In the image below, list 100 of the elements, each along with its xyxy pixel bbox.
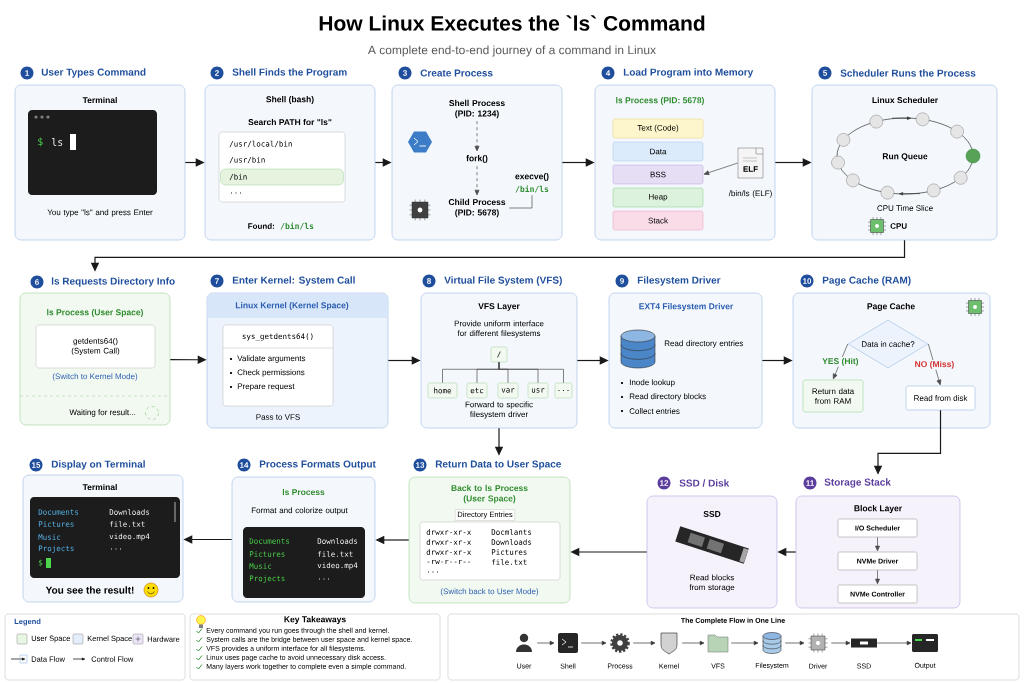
- path-list: [218, 131, 346, 203]
- memory-segment: Heap: [612, 187, 704, 208]
- function-box: getdents64() (System Call): [35, 324, 156, 369]
- arrow: [474, 120, 480, 152]
- edge-label: NO (Miss): [913, 359, 956, 370]
- step-number: 11: [803, 476, 817, 490]
- connector-line: [508, 194, 533, 209]
- panel-title: VFS Layer: [478, 303, 520, 311]
- description-text: Format and colorize output: [251, 507, 348, 515]
- flow-panel: [447, 613, 1020, 681]
- arrow: [580, 640, 607, 646]
- arrow: [876, 640, 912, 646]
- step-number: 7: [210, 274, 224, 288]
- bullet-item: Prepare request: [237, 383, 295, 391]
- panel-title: Linux Scheduler: [872, 96, 938, 104]
- panel-title: Key Takeaways: [284, 616, 346, 624]
- file-caption: /bin/ls (ELF): [728, 190, 772, 198]
- process-label: ls Process (User Space): [47, 309, 143, 317]
- panel-title: Page Cache: [867, 303, 915, 311]
- memory-segment: Stack: [612, 210, 704, 231]
- step-panel: [608, 274, 763, 429]
- terminal-window: [243, 527, 365, 598]
- panel-title: Linux Kernel (Kernel Space): [235, 302, 349, 310]
- process-label: Shell Process (PID: 1234): [449, 99, 505, 119]
- step-panel: [646, 476, 778, 609]
- step-number: 12: [657, 476, 671, 490]
- step-heading: Enter Kernel: System Call: [232, 276, 355, 286]
- step-number: 8: [422, 274, 436, 288]
- function-label: execve(): [515, 173, 549, 181]
- result-text: You see the result!: [45, 586, 134, 594]
- step-heading: Return Data to User Space: [435, 460, 561, 470]
- step-number: 1: [20, 66, 34, 80]
- step-heading: Create Process: [420, 69, 493, 77]
- result-box: Return data from RAM: [802, 379, 864, 413]
- step-heading: SSD / Disk: [679, 479, 730, 487]
- terminal-window: [28, 110, 157, 195]
- bullet-item: Read directory blocks: [629, 393, 706, 401]
- arrow: [875, 536, 880, 552]
- arrow: [830, 640, 851, 646]
- mode-note: (Switch back to User Mode): [440, 588, 539, 596]
- bullet-item: Collect entries: [629, 408, 680, 414]
- step-heading: Page Cache (RAM): [822, 276, 911, 286]
- memory-segment: Text (Code): [612, 118, 704, 139]
- arrow: [927, 343, 942, 386]
- step-heading: ls Requests Directory Info: [51, 277, 175, 287]
- arrow: [730, 640, 759, 646]
- terminal-text: ls: [52, 138, 63, 146]
- step-heading: Virtual File System (VFS): [444, 276, 562, 286]
- panel-title: SSD: [703, 511, 721, 517]
- takeaways-panel: [189, 613, 441, 681]
- memory-segment: Data: [612, 141, 704, 162]
- description-text: Provide uniform interface for different filesystems: [454, 320, 544, 338]
- step-heading: Shell Finds the Program: [232, 68, 347, 78]
- step-number: 2: [210, 66, 224, 80]
- step-number: 4: [601, 66, 615, 80]
- step-heading: Scheduler Runs the Process: [840, 69, 976, 77]
- step-number: 10: [800, 274, 814, 288]
- arrow: [681, 640, 705, 646]
- step-number: 3: [398, 66, 412, 80]
- step-heading: User Types Command: [41, 68, 146, 78]
- step-panel: [811, 66, 998, 241]
- function-label: fork(): [466, 155, 488, 163]
- memory-segment: BSS: [612, 164, 704, 185]
- description-text: Read blocks from storage: [689, 574, 735, 592]
- step-heading: Filesystem Driver: [637, 276, 721, 286]
- panel-title: Search PATH for "ls": [248, 118, 332, 126]
- code-text: /bin/ls: [280, 222, 314, 230]
- description-text: Waiting for result...: [69, 409, 136, 417]
- step-heading: Display on Terminal: [51, 460, 145, 470]
- subtitle: A complete end-to-end journey of a command in Linux: [367, 45, 656, 57]
- step-number: 13: [413, 458, 427, 472]
- title: How Linux Executes the `ls` Command: [319, 15, 705, 31]
- panel-title: Terminal: [82, 96, 117, 104]
- arrow: [474, 165, 480, 196]
- action-box: Read from disk: [905, 385, 976, 411]
- step-number: 15: [29, 458, 43, 472]
- panel-title: EXT4 Filesystem Driver: [639, 303, 734, 311]
- step-panel: [391, 66, 563, 241]
- edge-label: YES (Hit): [821, 356, 860, 367]
- panel-title: Block Layer: [854, 505, 902, 513]
- step-heading: Load Program into Memory: [623, 68, 754, 78]
- description-text: Pass to VFS: [256, 414, 300, 420]
- step-number: 14: [237, 458, 251, 472]
- panel-title: Terminal: [82, 483, 117, 491]
- process-label: ls Process (PID: 5678): [616, 97, 704, 105]
- function-box: [222, 324, 334, 407]
- process-label: Back to ls Process (User Space): [451, 484, 528, 504]
- arrow: [703, 162, 739, 176]
- bullet-item: Validate arguments: [237, 355, 306, 363]
- step-number: 5: [818, 66, 832, 80]
- arrow: [784, 640, 805, 646]
- tree-line: [498, 361, 564, 384]
- terminal-text: $: [38, 137, 43, 147]
- panel-title: Run Queue: [882, 153, 928, 161]
- description-text: Found:: [248, 223, 275, 229]
- code-text: /bin/ls: [515, 185, 549, 193]
- arrow: [536, 640, 555, 646]
- terminal-window: [30, 497, 180, 578]
- bullet-item: Inode lookup: [629, 379, 675, 387]
- mode-note: (Switch to Kernel Mode): [52, 373, 138, 381]
